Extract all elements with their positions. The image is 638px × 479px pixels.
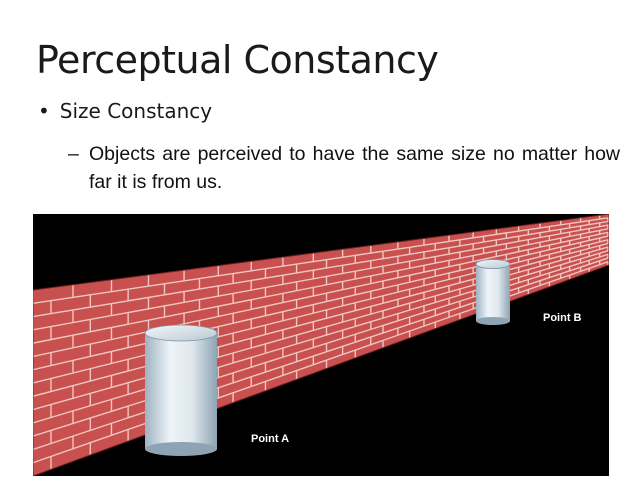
sub-bullet: – Objects are perceived to have the same… xyxy=(68,140,620,196)
slide-title: Perceptual Constancy xyxy=(36,38,439,82)
point-b-label: Point B xyxy=(543,312,582,324)
bullet-text: Size Constancy xyxy=(59,99,213,123)
cylinder-b xyxy=(475,259,511,325)
point-a-label: Point A xyxy=(251,433,289,445)
brick-wall-illusion: Point B Point A xyxy=(33,214,609,476)
bullet-dot-icon: • xyxy=(38,99,50,123)
illusion-figure: Point B Point A xyxy=(33,214,609,476)
wall-mortar xyxy=(33,215,609,470)
cylinder-a xyxy=(144,324,218,456)
sub-bullet-text: Objects are perceived to have the same s… xyxy=(89,143,620,193)
bullet-item: • Size Constancy xyxy=(38,99,212,123)
sub-bullet-dash: – xyxy=(68,143,79,165)
